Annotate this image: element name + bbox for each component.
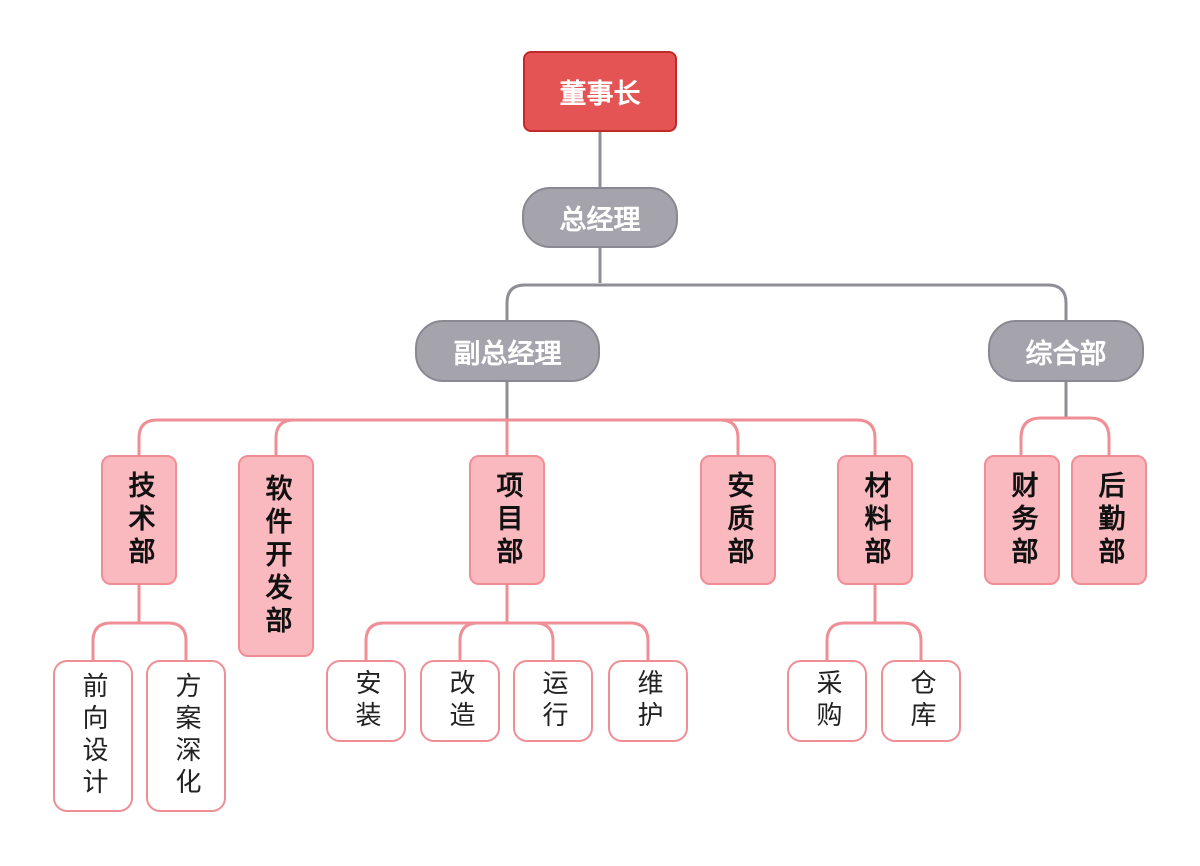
general-manager-node: 总经理 bbox=[522, 187, 678, 248]
tech-dept-node: 技术部 bbox=[101, 455, 177, 585]
material-dept-label: 材料部 bbox=[859, 470, 891, 570]
general-affairs-dept-node: 综合部 bbox=[988, 320, 1144, 382]
deputy-general-manager-label: 副总经理 bbox=[453, 338, 562, 370]
project-dept-label: 项目部 bbox=[491, 470, 523, 570]
warehouse-node: 仓库 bbox=[881, 660, 961, 742]
chairman-node: 董事长 bbox=[523, 51, 677, 132]
general-affairs-dept-label: 综合部 bbox=[1025, 338, 1107, 370]
safety-quality-dept-label: 安质部 bbox=[722, 470, 754, 570]
chairman-label: 董事长 bbox=[559, 79, 641, 110]
purchasing-label: 采购 bbox=[812, 669, 842, 733]
installation-node: 安装 bbox=[326, 660, 406, 742]
operation-node: 运行 bbox=[513, 660, 593, 742]
renovation-node: 改造 bbox=[420, 660, 500, 742]
finance-dept-label: 财务部 bbox=[1006, 470, 1038, 570]
purchasing-node: 采购 bbox=[787, 660, 867, 742]
warehouse-label: 仓库 bbox=[906, 669, 936, 733]
finance-dept-node: 财务部 bbox=[984, 455, 1060, 585]
logistics-dept-node: 后勤部 bbox=[1071, 455, 1147, 585]
renovation-label: 改造 bbox=[445, 669, 475, 733]
operation-label: 运行 bbox=[538, 669, 568, 733]
scheme-deepening-node: 方案深化 bbox=[146, 660, 226, 812]
material-dept-node: 材料部 bbox=[837, 455, 913, 585]
general-manager-label: 总经理 bbox=[559, 205, 641, 236]
maintenance-node: 维护 bbox=[608, 660, 688, 742]
installation-label: 安装 bbox=[351, 669, 381, 733]
safety-quality-dept-node: 安质部 bbox=[700, 455, 776, 585]
software-dept-label: 软件开发部 bbox=[260, 473, 292, 639]
deputy-general-manager-node: 副总经理 bbox=[415, 320, 600, 382]
software-dept-node: 软件开发部 bbox=[238, 455, 314, 657]
front-design-node: 前向设计 bbox=[53, 660, 133, 812]
project-dept-node: 项目部 bbox=[469, 455, 545, 585]
front-design-label: 前向设计 bbox=[78, 672, 108, 800]
logistics-dept-label: 后勤部 bbox=[1093, 470, 1125, 570]
scheme-deepening-label: 方案深化 bbox=[171, 672, 201, 800]
maintenance-label: 维护 bbox=[633, 669, 663, 733]
tech-dept-label: 技术部 bbox=[123, 470, 155, 570]
